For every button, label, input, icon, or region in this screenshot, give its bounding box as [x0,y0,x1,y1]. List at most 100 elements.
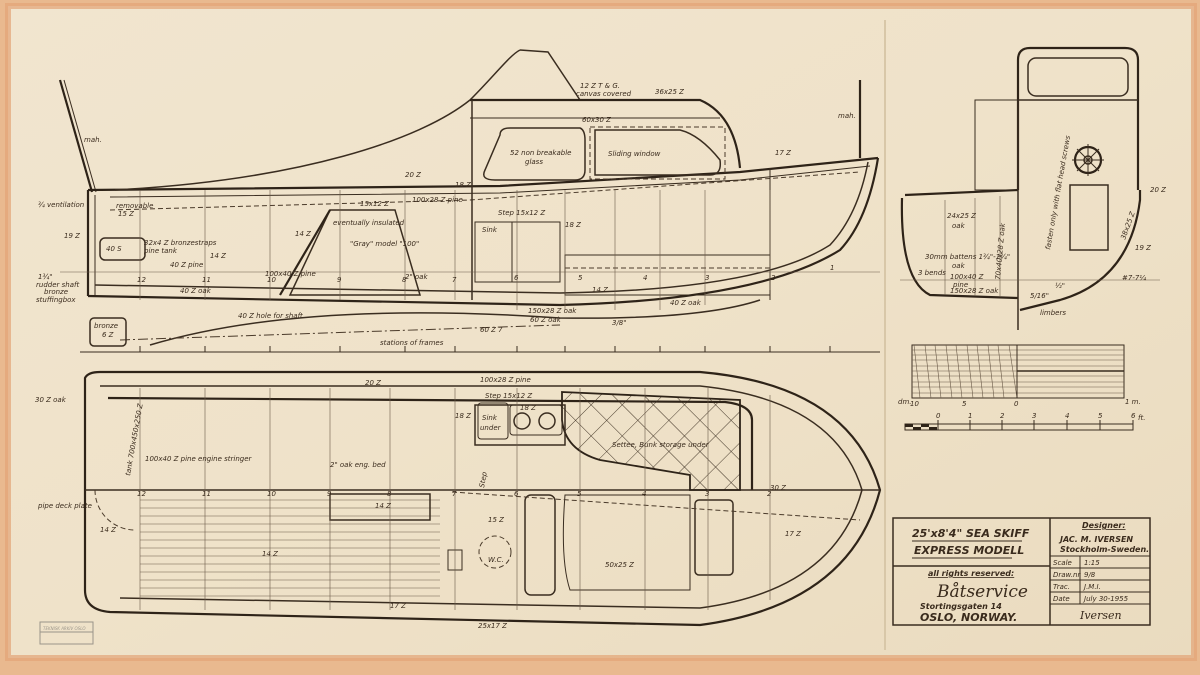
cabin-roof [470,98,742,169]
label: glass [525,158,543,166]
label: 40 Z pine [170,261,203,269]
row-value: 1:15 [1084,559,1100,567]
frame-number: 12 [137,490,146,498]
row-value: 9/8 [1084,571,1096,579]
address-city: OSLO, NORWAY. [920,611,1017,624]
window-sliding [594,129,722,176]
label: mah. [84,136,102,144]
label: 17 Z [390,602,406,610]
profile-frame-numbers: 12 11 10 9 8 7 6 5 4 3 2 1 [137,264,834,284]
label: Sink [482,414,498,422]
label: 100x40 Z pine engine stringer [145,455,253,463]
designer-name: JAC. M. IVERSEN [1058,535,1133,544]
frame-number: 6 [514,490,519,498]
label: 12 Z T & G. [580,82,620,90]
label: Step 15x12 Z [498,209,545,217]
label: 18 Z [565,221,581,229]
fuel-tank [99,237,146,261]
cockpit-planking [140,499,440,597]
row-label: Trac. [1053,583,1070,591]
scale-unit: dm. [898,398,912,406]
frame-number: 4 [642,490,646,498]
keel [149,299,761,346]
aft-mast [58,79,94,193]
label: 100x40 Z pine [265,270,316,278]
label: limbers [1040,309,1066,317]
label: 150x28 Z oak [950,287,999,295]
row-label: Draw.nr [1053,571,1081,579]
label: ¾ ventilation [38,201,84,209]
galley-cabinet [474,221,561,283]
frame-number: 11 [202,276,211,284]
fwd-locker [694,499,734,576]
label: 24x25 Z [947,212,976,220]
scale-tick: 5 [1098,412,1103,420]
door [524,494,556,596]
label: 19 Z [1135,244,1151,252]
label: 14 Z [375,502,391,510]
label: 52 non breakable [510,149,571,157]
label: 30 Z oak [35,396,67,404]
label: rudder shaft [36,281,79,289]
sink [477,402,509,440]
signature: Iversen [1079,609,1122,622]
engine-box [288,209,422,296]
scale-tick: 3 [1032,412,1036,420]
label: Sliding window [608,150,661,158]
scale-unit: 1 m. [1125,398,1141,406]
label: stuffingbox [36,296,76,304]
frame-number: 1 [830,264,834,272]
row-value: J.M.I. [1082,583,1101,591]
label: pine [952,281,968,289]
frame-number: 5 [577,490,582,498]
label: 40 Z hole for shaft [238,312,303,320]
scale-tick: 0 [936,412,941,420]
wc-icon [478,535,512,569]
label: 17 Z [775,149,791,157]
scale-tick: 0 [1014,400,1019,408]
label: 14 Z [262,550,278,558]
designer-city: Stockholm-Sweden. [1060,545,1149,554]
label: 150x28 Z oak [528,307,577,315]
label: 15 Z [118,210,134,218]
burner-icon [513,412,531,430]
label: ½" [1055,282,1065,290]
feet-scale: 0 1 2 3 4 5 6 ft. [904,412,1145,431]
section-window [1027,57,1129,97]
label: 14 Z [592,286,608,294]
label: stations of frames [380,339,444,347]
label: oak [952,262,966,270]
window-fixed [483,127,586,181]
label: 60 Z oak [530,316,562,324]
label: Step [478,471,489,489]
label: under [480,424,502,432]
label: 17 Z [785,530,801,538]
burner-icon [538,412,556,430]
scale-unit: ft. [1138,414,1145,422]
company-name: Båtservice [936,582,1028,602]
scale-tick: 2 [1000,412,1005,420]
scale-tick: 5 [962,400,967,408]
rights-label: all rights reserved: [928,569,1014,578]
label: 3 bends [918,269,946,277]
profile-view: mah. mah. ¾ ventilation removable 15 Z 1… [36,49,880,353]
hull-section-stbd [1019,190,1142,312]
frame-number: 12 [137,276,146,284]
shaft-line [119,324,561,341]
section-door [1069,184,1109,251]
cabin-section [1016,46,1140,190]
metric-scale: dm. 10 5 0 1 m. [898,344,1141,408]
stove [509,404,563,436]
label: pine tank [143,247,178,255]
frame-number: 6 [514,274,519,282]
label: 18 Z [520,404,536,412]
label: removable [116,202,153,210]
label: 19 Z [64,232,80,240]
label: bronze [94,322,118,330]
label: 14 Z [210,252,226,260]
label: 60x30 Z [582,116,611,124]
label: eventually insulated [333,219,405,227]
label: 100x28 Z pine [480,376,531,384]
